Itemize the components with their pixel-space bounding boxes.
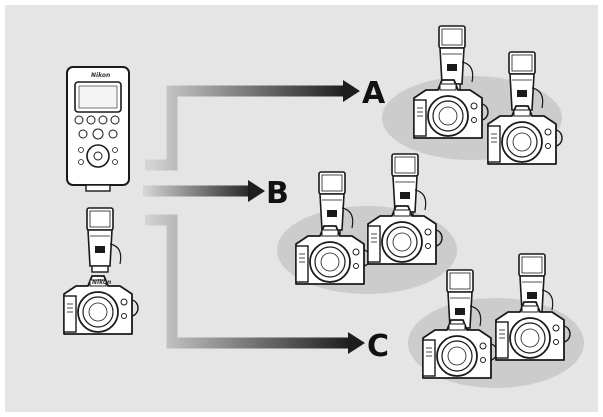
- commander-brand: Nikon: [91, 72, 110, 79]
- arrow-to-group-b: [143, 180, 265, 202]
- group-b-label: B: [266, 176, 289, 211]
- arrow-to-group-c: [145, 214, 365, 354]
- group-c-label: C: [367, 329, 389, 364]
- group-c: [408, 253, 584, 388]
- master-camera-brand: Nikon: [92, 279, 111, 286]
- master-camera-with-flash: Nikon: [63, 207, 139, 335]
- arrow-to-group-a: [145, 80, 360, 171]
- group-a-label: A: [362, 76, 386, 111]
- group-a: [382, 25, 563, 165]
- group-b: [277, 153, 457, 294]
- wireless-commander: Nikon: [66, 66, 130, 192]
